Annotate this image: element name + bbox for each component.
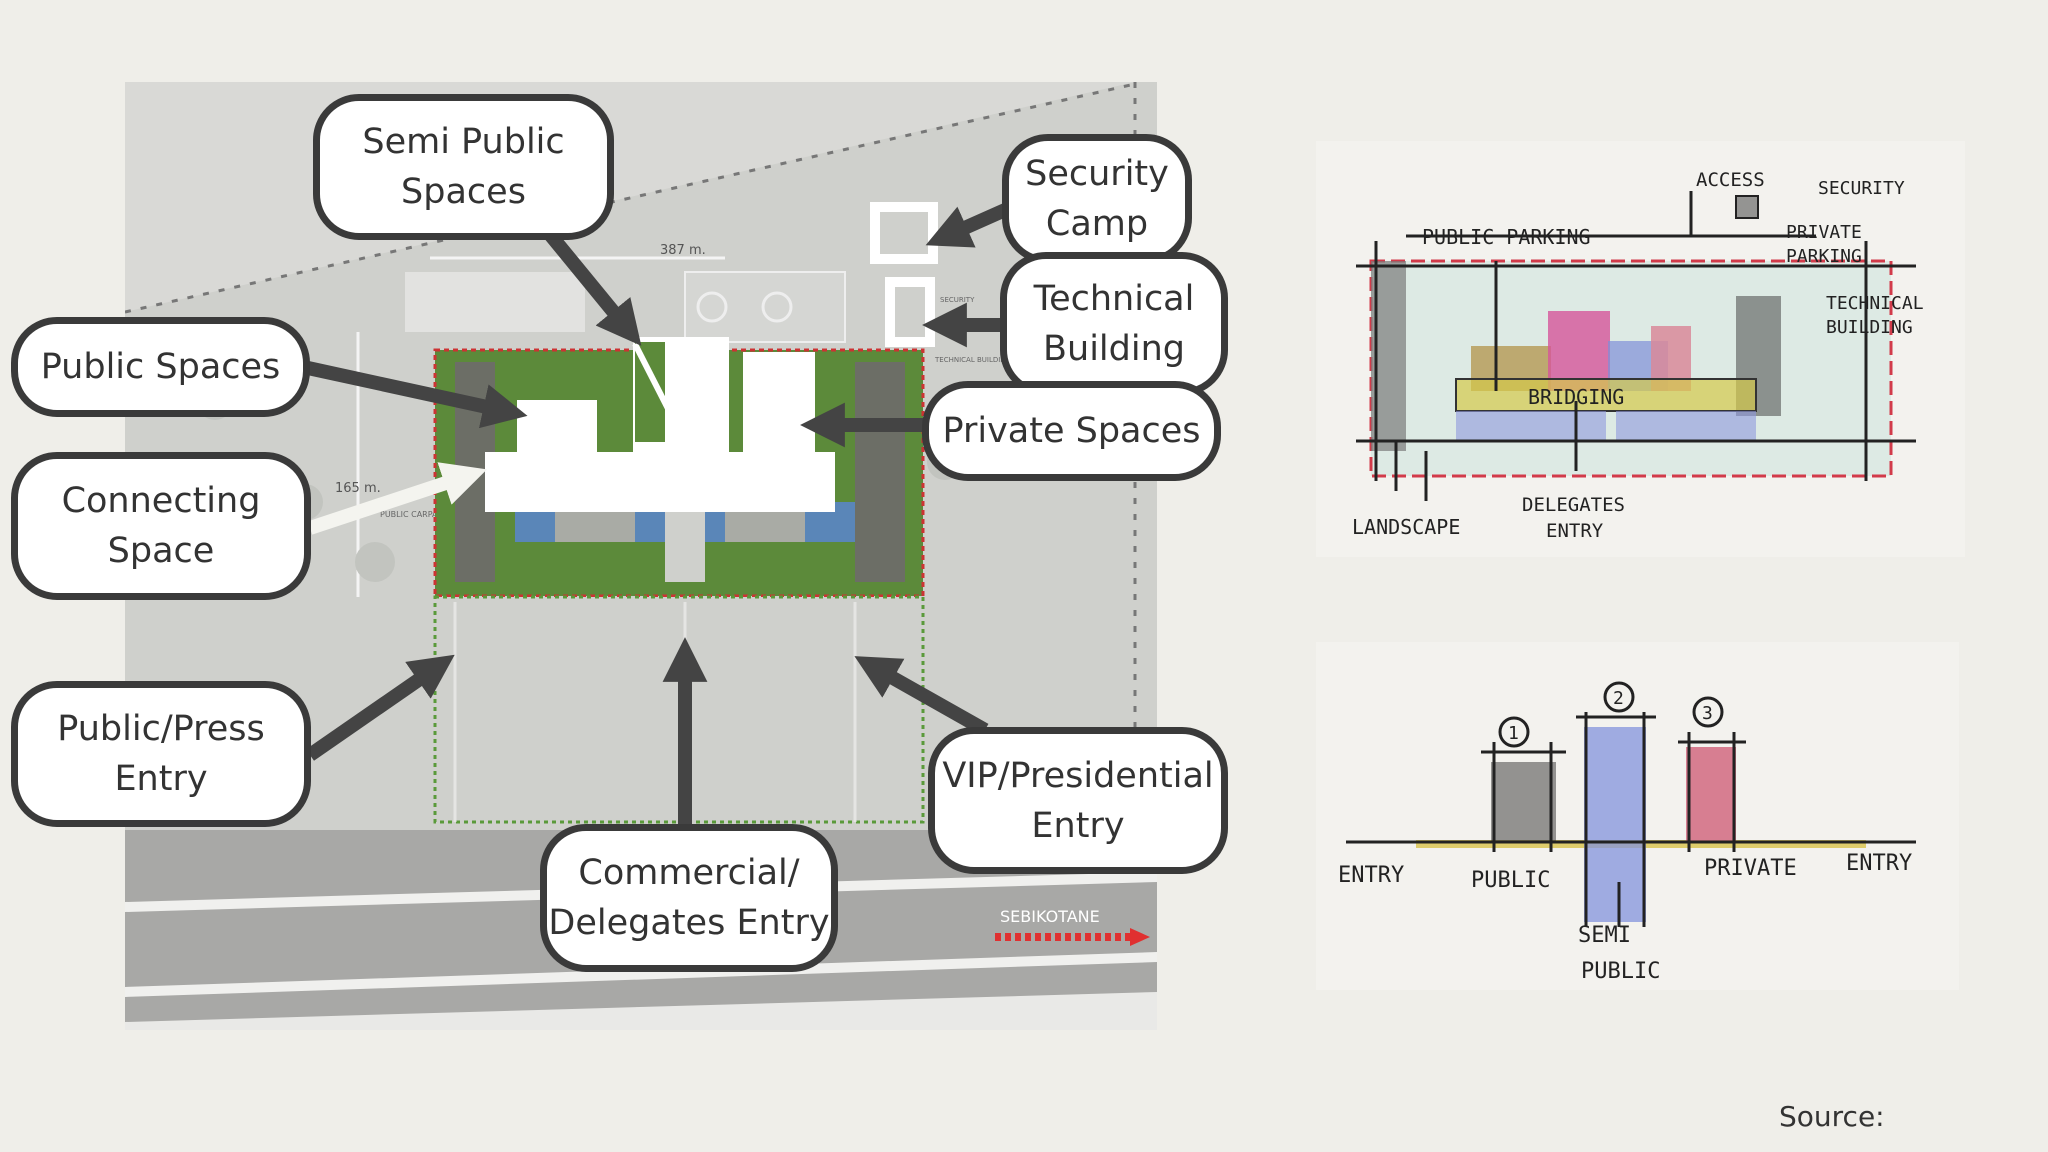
callout-private-spaces: Private Spaces <box>922 381 1221 481</box>
site-plan-drawing: 387 m. 165 m. PUBLIC CARPARK 130 CARS <box>125 82 1157 1030</box>
callout-public-press-entry: Public/Press Entry <box>11 681 311 827</box>
sketch-entry-left-label: ENTRY <box>1338 863 1404 888</box>
sketch-number-1: 1 <box>1508 723 1519 744</box>
sketch-entry-right-label: ENTRY <box>1846 851 1912 876</box>
arrow-vip-entry <box>854 656 989 737</box>
height-dimension-label: 165 m. <box>335 481 381 496</box>
callout-security-camp: Security Camp <box>1002 134 1192 264</box>
callout-technical-building: Technical Building <box>1000 252 1228 396</box>
road-label: SEBIKOTANE <box>1000 907 1100 926</box>
sketch-access-label: ACCESS <box>1696 169 1765 191</box>
callout-vip-presidential-entry: VIP/Presidential Entry <box>928 727 1228 874</box>
callout-semi-public-spaces: Semi Public Spaces <box>313 94 614 240</box>
sketch-private-label: PRIVATE <box>1704 856 1797 881</box>
callout-connecting-space: Connecting Space <box>11 452 311 600</box>
sketch-landscape-label: LANDSCAPE <box>1352 515 1460 539</box>
arrow-security-camp <box>925 203 1008 248</box>
sketch-bridging-label: BRIDGING <box>1528 385 1624 409</box>
technical-plan-label: TECHNICAL BUILDING <box>934 356 1011 364</box>
sketch-security-label: SECURITY <box>1818 178 1905 199</box>
site-plan-image: 387 m. 165 m. PUBLIC CARPARK 130 CARS <box>125 82 1157 1030</box>
sketch-public-parking-label: PUBLIC PARKING <box>1422 225 1591 249</box>
source-caption: Source: <box>1779 1100 1885 1133</box>
sketch-public-label: PUBLIC <box>1471 868 1550 893</box>
security-plan-label: SECURITY <box>940 296 975 304</box>
callout-commercial-delegates-entry: Commercial/ Delegates Entry <box>540 824 838 972</box>
arrow-public-press-entry <box>306 654 455 761</box>
callout-public-spaces: Public Spaces <box>11 317 310 417</box>
sketch-number-3: 3 <box>1702 703 1713 724</box>
arrow-public-spaces <box>306 361 528 429</box>
width-dimension-label: 387 m. <box>660 243 706 258</box>
arrow-connecting-space <box>307 462 488 535</box>
sketch-number-2: 2 <box>1613 688 1624 709</box>
